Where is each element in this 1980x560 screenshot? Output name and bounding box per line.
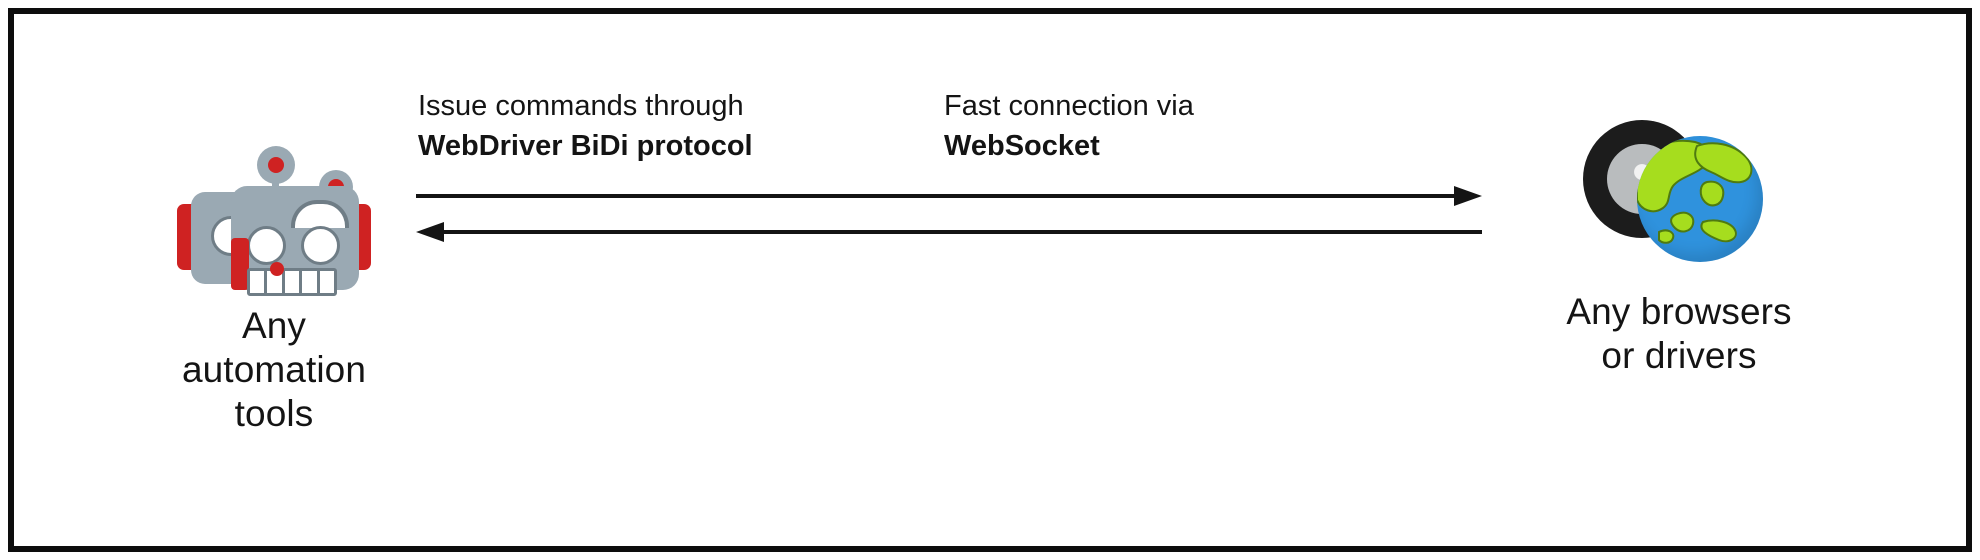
arrow-right-icon bbox=[416, 186, 1482, 206]
inbound-label-line2: WebSocket bbox=[944, 130, 1100, 162]
robot-tooth bbox=[250, 271, 268, 293]
connection-group: Issue commands through WebDriver BiDi pr… bbox=[414, 74, 1484, 264]
robot-eye-left-icon bbox=[247, 226, 286, 265]
robot-tooth bbox=[302, 271, 320, 293]
connection-labels: Issue commands through WebDriver BiDi pr… bbox=[414, 74, 1484, 184]
diagram-canvas: Any automation tools Issue commands thro… bbox=[14, 14, 1966, 546]
robot-side-bar-icon bbox=[231, 238, 249, 290]
robot-icon bbox=[169, 134, 379, 296]
robot-antenna-stem-icon bbox=[272, 164, 279, 204]
robot-tooth bbox=[267, 271, 285, 293]
globe-icon bbox=[1637, 136, 1763, 262]
globe-landmass bbox=[1637, 139, 1753, 244]
robot-mouth-icon bbox=[247, 268, 337, 296]
robot-nose-icon bbox=[270, 262, 284, 276]
inbound-label: Fast connection via WebSocket bbox=[944, 86, 1194, 166]
right-actor-caption: Any browsers or drivers bbox=[1566, 291, 1792, 376]
diagram-frame: Any automation tools Issue commands thro… bbox=[8, 8, 1972, 552]
robot-tooth bbox=[320, 271, 334, 293]
globe-and-wheel-icon bbox=[1579, 114, 1779, 274]
robot-eye-right-icon bbox=[301, 226, 340, 265]
outbound-label-line2: WebDriver BiDi protocol bbox=[418, 130, 753, 162]
inbound-label-line1: Fast connection via bbox=[944, 90, 1194, 122]
connection-arrows bbox=[414, 184, 1484, 254]
right-actor: Any browsers or drivers bbox=[1464, 114, 1894, 378]
arrow-left-icon bbox=[416, 222, 1482, 242]
right-actor-icon-wrap bbox=[1464, 114, 1894, 274]
arrows-svg bbox=[416, 186, 1482, 242]
left-actor-caption: Any automation tools bbox=[181, 305, 367, 434]
outbound-label: Issue commands through WebDriver BiDi pr… bbox=[418, 86, 753, 166]
robot-antenna-ball-icon bbox=[257, 146, 295, 184]
robot-tooth bbox=[285, 271, 303, 293]
left-actor: Any automation tools bbox=[74, 134, 474, 436]
outbound-label-line1: Issue commands through bbox=[418, 90, 744, 122]
left-actor-icon-wrap bbox=[74, 134, 474, 296]
